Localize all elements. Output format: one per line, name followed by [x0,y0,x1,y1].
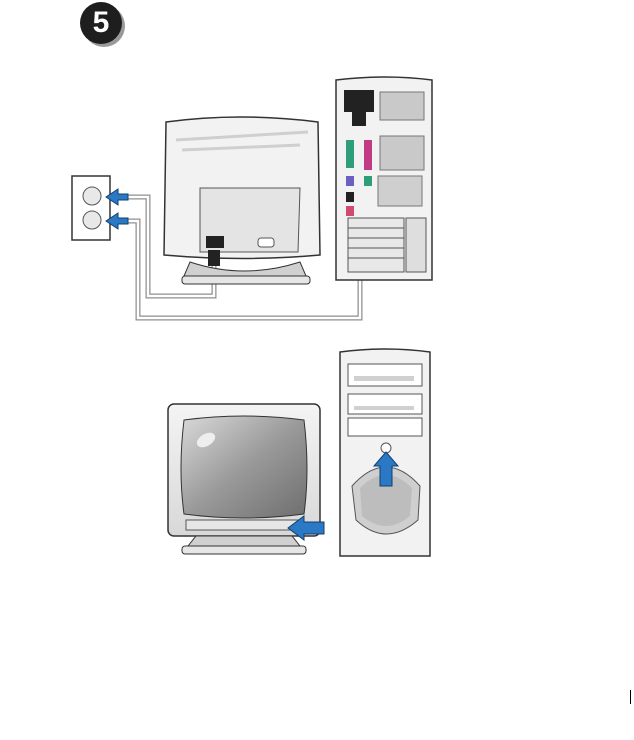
step-number-badge: 5 [80,2,122,44]
monitor-front-icon [167,403,321,555]
wall-outlet-icon [71,175,111,241]
press-arrow-icon [372,451,400,487]
computer-tower-rear-icon [335,76,433,281]
press-arrow-icon [287,515,325,541]
page-margin-mark [630,690,631,704]
monitor-rear-icon [163,116,321,285]
plug-arrow-icon [105,188,129,230]
